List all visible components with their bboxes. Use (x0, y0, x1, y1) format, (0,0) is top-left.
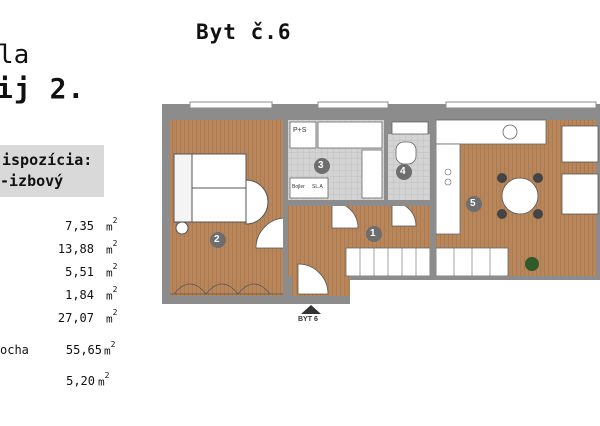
area-row: 1,84 m2 (0, 285, 130, 304)
washer-label: SL.A (312, 184, 323, 190)
apartment-title: Byt č.6 (196, 20, 292, 44)
heading-fragment-2: ij 2. (0, 72, 86, 105)
balcony-unit: m2 (98, 371, 110, 389)
entrance-arrow-icon (301, 305, 321, 314)
area-unit: m2 (106, 308, 118, 326)
area-value: 5,51 (65, 265, 94, 279)
plant (525, 257, 539, 271)
window (445, 101, 597, 109)
window (317, 101, 389, 109)
boiler-label: Bojler (292, 184, 305, 190)
total-value: 55,65 (65, 343, 102, 357)
room-label: 3 (318, 160, 324, 171)
room-marker-5 (466, 196, 482, 212)
total-label: ocha (0, 343, 29, 357)
room-label: 4 (400, 166, 406, 177)
sofa (561, 125, 599, 163)
balcony-row: 5,20 m2 (0, 371, 140, 390)
area-row: 27,07 m2 (0, 308, 130, 327)
room-marker-1 (366, 226, 382, 242)
room-label: 2 (214, 234, 220, 245)
shower-label: P+S (293, 127, 307, 134)
total-unit: m2 (104, 340, 116, 358)
area-value: 1,84 (65, 288, 94, 302)
balcony-value: 5,20 (66, 374, 95, 388)
heading-fragment-1: la (0, 40, 30, 70)
room-marker-3 (314, 158, 330, 174)
room-label: 1 (370, 228, 376, 239)
entrance-door (297, 263, 329, 295)
area-row: 13,88 m2 (0, 239, 130, 258)
room-label: 5 (470, 198, 476, 209)
area-row: 5,51 m2 (0, 262, 130, 281)
room-marker-2 (210, 232, 226, 248)
kitchen-counter (435, 119, 547, 145)
area-unit: m2 (106, 239, 118, 257)
floor-plan: 2 3 4 1 5 P+S Bojler SL.A BYT 6 (160, 98, 600, 328)
total-row: ocha 55,65 m2 (0, 340, 140, 359)
area-value: 7,35 (65, 219, 94, 233)
dining-table (501, 177, 539, 215)
disposition-label: ispozícia: (2, 151, 93, 169)
area-unit: m2 (106, 216, 118, 234)
area-unit: m2 (106, 285, 118, 303)
area-row: 7,35 m2 (0, 216, 130, 235)
floor-plan-drawing (162, 101, 600, 314)
disposition-value: -izbový (0, 172, 64, 190)
area-unit: m2 (106, 262, 118, 280)
window (189, 101, 273, 109)
entrance-label: BYT 6 (298, 316, 318, 323)
disposition-box: ispozícia: -izbový (0, 145, 104, 197)
area-value: 27,07 (57, 311, 94, 325)
room-marker-4 (396, 164, 412, 180)
area-value: 13,88 (57, 242, 94, 256)
